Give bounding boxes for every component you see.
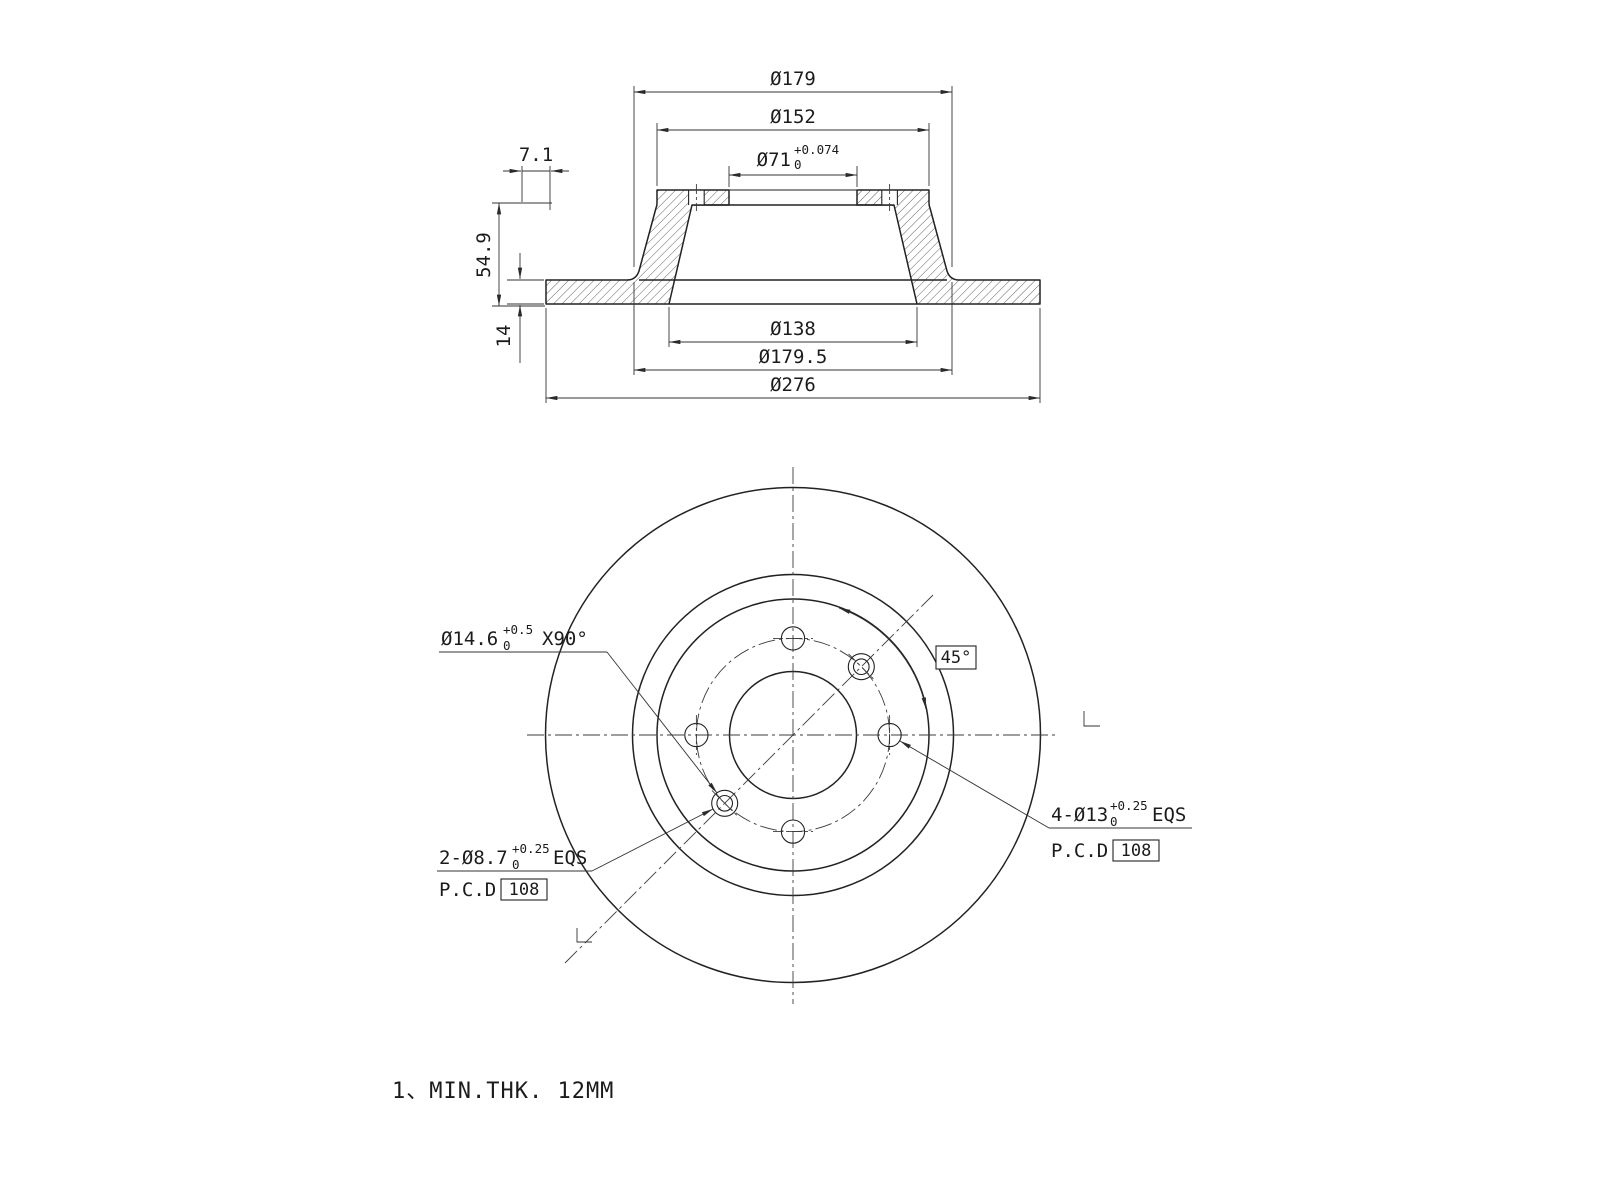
front-view: 45° Ø14.6 +0.5 0 X90° 2-Ø8.7 +0.25 0 EQS…: [437, 467, 1192, 1004]
dimension-179: Ø179: [633, 68, 953, 267]
section-view: Ø276 Ø179.5 Ø138 Ø179 Ø152: [473, 68, 1041, 403]
bolt-holes-suffix: EQS: [1152, 804, 1186, 826]
screw-holes-pcd-value: 108: [509, 880, 540, 900]
dimension-276: Ø276: [545, 308, 1041, 403]
screw-hole-tick: [711, 790, 738, 817]
countersink-callout: Ø14.6 +0.5 0 X90°: [439, 622, 718, 794]
dim-7-1-label: 7.1: [519, 144, 553, 166]
screw-holes-suffix: EQS: [553, 847, 587, 869]
dimension-152: Ø152: [656, 106, 930, 186]
notes: 1、MIN.THK. 12MM: [392, 1079, 614, 1104]
leader-line: [899, 740, 1050, 829]
dim-54-9-label: 54.9: [473, 232, 495, 278]
countersink-label: Ø14.6: [441, 628, 498, 650]
bolt-holes: [684, 626, 902, 844]
bolt-holes-pcd-label: P.C.D: [1051, 840, 1108, 862]
dimension-179-5: Ø179.5: [633, 282, 953, 375]
section-right-body: [856, 189, 1041, 305]
bolt-holes-label: 4-Ø13: [1051, 804, 1108, 826]
countersink-suffix: X90°: [542, 628, 588, 650]
dimension-71: Ø71 +0.074 0: [728, 142, 858, 187]
note-min-thickness: 1、MIN.THK. 12MM: [392, 1079, 614, 1104]
dimension-7-1: 7.1: [503, 144, 569, 210]
dim-179-label: Ø179: [770, 68, 816, 90]
dim-152-label: Ø152: [770, 106, 816, 128]
dimension-54-9: 54.9: [473, 202, 552, 307]
corner-mark-right: [1083, 711, 1100, 727]
countersink-tol-upper: +0.5: [503, 622, 533, 637]
dim-71-tol-upper: +0.074: [794, 142, 839, 157]
section-left-body: [545, 189, 730, 305]
countersink-tol-lower: 0: [503, 638, 511, 653]
bolt-holes-pcd-value: 108: [1121, 841, 1152, 861]
dimension-14: 14: [493, 253, 544, 363]
screw-holes-tol-upper: +0.25: [512, 841, 550, 856]
dimension-138: Ø138: [668, 307, 918, 347]
angle-arc: [838, 607, 927, 710]
screw-holes-pcd-box: [500, 878, 548, 901]
dim-138-label: Ø138: [770, 318, 816, 340]
screw-hole-lower-countersink: [711, 789, 739, 817]
leader-line: [591, 808, 714, 872]
bolt-holes-tol-lower: 0: [1110, 814, 1118, 829]
dim-276-label: Ø276: [770, 374, 816, 396]
dim-14-label: 14: [493, 325, 515, 348]
front-centerlines: [527, 467, 1059, 1004]
leader-line: [606, 651, 718, 794]
screw-holes-callout: 2-Ø8.7 +0.25 0 EQS P.C.D 108: [437, 808, 714, 901]
section-outline: [545, 184, 1041, 305]
dim-71-label: Ø71: [757, 149, 791, 171]
screw-holes-pcd-label: P.C.D: [439, 879, 496, 901]
screw-holes-label: 2-Ø8.7: [439, 847, 508, 869]
corner-mark-bottom-left: [576, 928, 592, 943]
bolt-holes-tol-upper: +0.25: [1110, 798, 1148, 813]
diagonal-centerline: [564, 594, 934, 964]
angle-label: 45°: [941, 648, 972, 668]
angle-dimension: 45°: [838, 607, 977, 710]
dim-71-tol-lower: 0: [794, 157, 802, 172]
screw-hole-lower: [716, 794, 734, 812]
bolt-holes-callout: 4-Ø13 +0.25 0 EQS P.C.D 108: [899, 740, 1192, 862]
bolt-holes-pcd-box: [1112, 839, 1160, 862]
corner-marks: [576, 711, 1100, 943]
dim-179-5-label: Ø179.5: [759, 346, 828, 368]
screw-holes-tol-lower: 0: [512, 857, 520, 872]
angle-label-box: [935, 645, 977, 670]
